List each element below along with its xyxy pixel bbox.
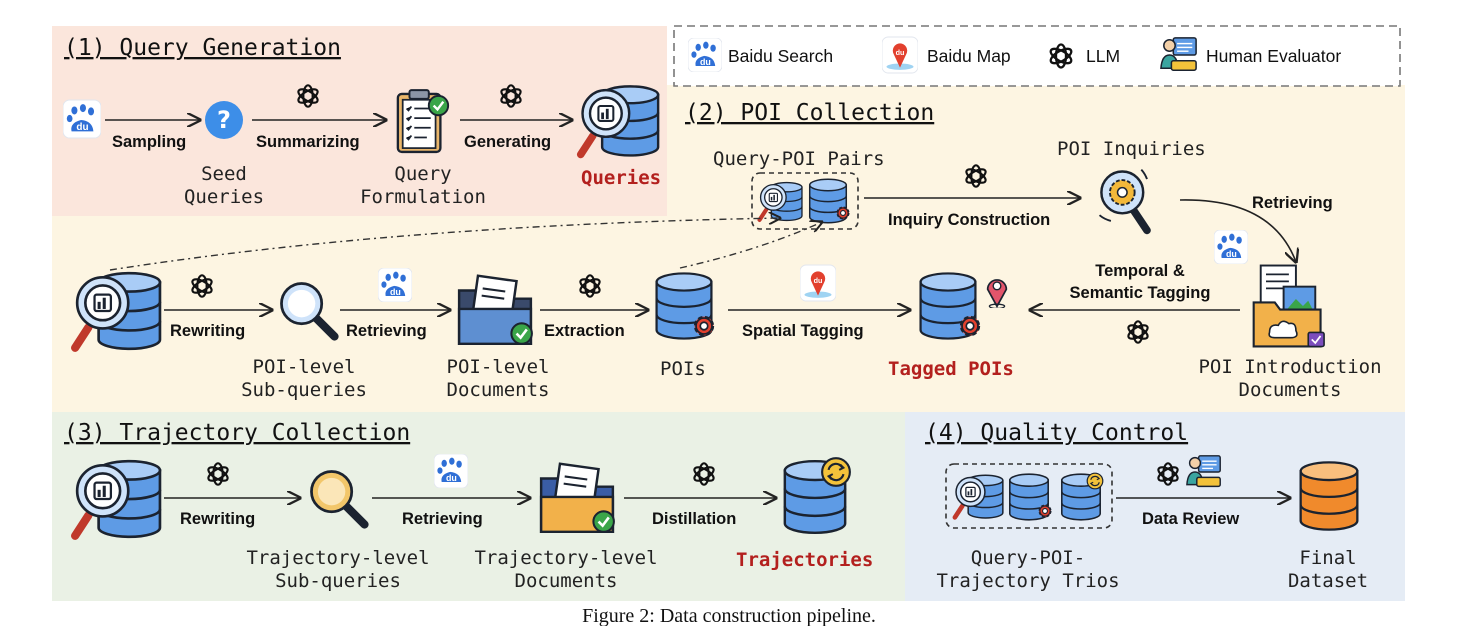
edge-summarizing: Summarizing: [256, 133, 360, 151]
question-icon: [205, 101, 243, 139]
edge-extraction: Extraction: [544, 322, 625, 340]
refresh-icon: [821, 457, 851, 487]
section-title-poi-collection: (2) POI Collection: [685, 100, 934, 126]
baidu-search-icon: [434, 454, 468, 488]
gear-icon: [1038, 504, 1052, 518]
edge-rewriting-poi: Rewriting: [170, 322, 245, 340]
legend-baidu-search: Baidu Search: [728, 46, 833, 66]
dashed-link: [679, 222, 822, 269]
dashed-link: [109, 218, 780, 271]
legend-llm: LLM: [1086, 46, 1120, 66]
node-query-poi-pairs: Query-POI Pairs: [713, 148, 885, 170]
node-trajectories: Trajectories: [736, 549, 873, 571]
section-title-quality-control: (4) Quality Control: [925, 420, 1188, 446]
legend-human-evaluator: Human Evaluator: [1206, 46, 1341, 66]
baidu-search-icon: [688, 38, 722, 72]
edge-retrieving-traj: Retrieving: [402, 510, 483, 528]
legend: Baidu Search Baidu Map LLM Human Evaluat…: [673, 25, 1401, 87]
edge-retrieving-poi-intro: Retrieving: [1252, 194, 1333, 212]
gear-icon: [836, 206, 850, 220]
edge-spatial-tagging: Spatial Tagging: [742, 322, 864, 340]
refresh-icon: [1086, 472, 1104, 490]
edge-sampling: Sampling: [112, 133, 186, 151]
baidu-map-icon: [800, 264, 836, 302]
node-pois: POIs: [660, 358, 706, 380]
edge-generating: Generating: [464, 133, 551, 151]
clipboard-icon: [396, 88, 450, 154]
gear-icon: [959, 315, 981, 337]
edge-inquiry-construction: Inquiry Construction: [888, 211, 1050, 229]
edge-distillation: Distillation: [652, 510, 736, 528]
node-tagged-pois: Tagged POIs: [888, 358, 1014, 380]
node-queries: Queries: [581, 167, 661, 189]
baidu-search-icon: [378, 268, 412, 302]
legend-box: [673, 25, 1401, 87]
edge-rewriting-traj: Rewriting: [180, 510, 255, 528]
baidu-search-icon: [63, 99, 101, 139]
trajectory-collection-bg: [52, 412, 905, 601]
figure-caption: Figure 2: Data construction pipeline.: [582, 605, 876, 626]
legend-baidu-map: Baidu Map: [927, 46, 1011, 66]
edge-temporal-semantic-tagging: Temporal &Semantic Tagging: [1070, 262, 1211, 302]
section-title-query-generation: (1) Query Generation: [64, 35, 341, 61]
node-query-poi-trajectory-trios: Query-POI-Trajectory Trios: [936, 547, 1119, 592]
final-dataset-icon: [1299, 461, 1359, 531]
baidu-search-icon: [1214, 230, 1248, 264]
edge-retrieving-poi: Retrieving: [346, 322, 427, 340]
trios-box: [945, 463, 1113, 529]
node-poi-inquiries: POI Inquiries: [1057, 138, 1206, 160]
edge-data-review: Data Review: [1142, 510, 1239, 528]
section-title-trajectory-collection: (3) Trajectory Collection: [64, 420, 410, 446]
baidu-map-icon: [882, 36, 918, 74]
gear-icon: [693, 315, 715, 337]
